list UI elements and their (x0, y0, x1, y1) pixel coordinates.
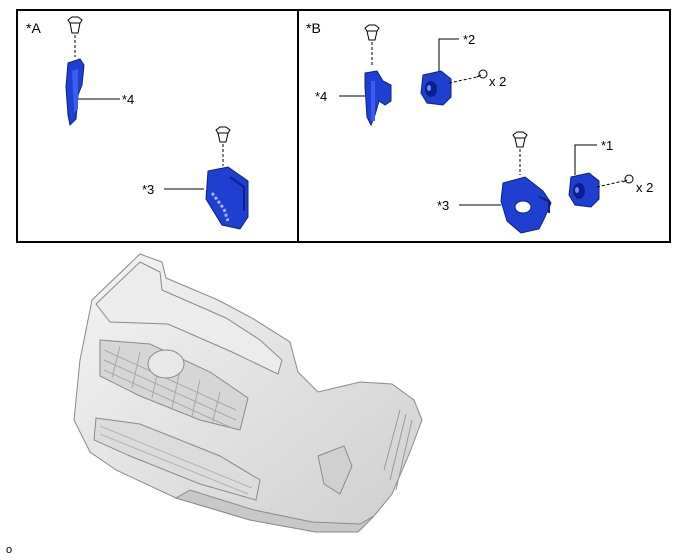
clip-fastener-b-top (364, 24, 380, 67)
panel-a-drawing (65, 16, 249, 230)
bumper-lower-grille (93, 417, 261, 501)
bumper-body (73, 253, 423, 533)
side-vent-ribs (383, 409, 413, 491)
qty-b-lamp-small-screws: x 2 (489, 74, 507, 89)
leader-b-lamp-small (438, 38, 459, 71)
callout-b-cover: *3 (437, 198, 450, 213)
fog-lamp-opening (317, 445, 353, 495)
screw-axis-b-main (596, 180, 624, 188)
fog-cover-b (500, 176, 552, 234)
bumper-upper-bar (95, 261, 283, 375)
callout-b-bracket: *4 (315, 89, 328, 104)
panel-b-tag: *B (306, 20, 321, 36)
qty-b-lamp-main-screws: x 2 (636, 180, 654, 195)
panel-b-drawing (339, 24, 634, 234)
fog-lamp-small (420, 70, 452, 106)
emblem-mount (147, 349, 185, 379)
side-bracket-a (65, 58, 85, 127)
screw-b-small (476, 69, 488, 79)
screw-b-main (622, 174, 634, 184)
fog-lamp-main (568, 172, 600, 208)
side-bracket-b (364, 70, 392, 127)
lower-grille-pattern (99, 425, 253, 495)
callout-b-lamp-small: *2 (463, 32, 476, 47)
callout-a-bracket: *4 (122, 92, 135, 107)
clip-fastener-b-cover (512, 131, 528, 175)
fog-cover-a (205, 166, 249, 230)
panel-a-variant: *A *4 *3 (16, 9, 299, 243)
leader-b-lamp-main (574, 144, 597, 175)
grille-pattern (103, 345, 237, 429)
figure-code: o (6, 544, 13, 556)
callout-a-cover: *3 (142, 182, 155, 197)
panel-b-variant: *B (297, 9, 671, 243)
bumper-grille (99, 339, 249, 431)
clip-fastener-a-top (67, 16, 83, 57)
clip-fastener-a-cover (215, 126, 231, 166)
callout-b-lamp-main: *1 (601, 138, 614, 153)
screw-axis-b-small (448, 76, 478, 84)
panel-a-tag: *A (26, 20, 41, 36)
bumper-lower-lip (174, 489, 375, 533)
